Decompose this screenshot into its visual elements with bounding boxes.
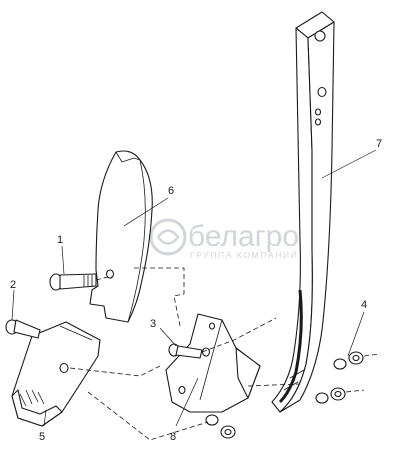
callout-7: 7 xyxy=(376,138,382,150)
bolt-part-2 xyxy=(5,319,41,339)
callout-5: 5 xyxy=(39,431,45,443)
bolt-part-1 xyxy=(49,273,97,291)
nuts-part-4 xyxy=(315,351,381,404)
watermark: белагро ГРУППА КОМПАНИЙ xyxy=(149,218,299,260)
callout-2: 2 xyxy=(10,279,16,291)
watermark-subtitle: ГРУППА КОМПАНИЙ xyxy=(190,249,298,260)
callout-labels: 1 2 3 4 5 6 7 8 xyxy=(10,138,382,443)
nuts-bracket xyxy=(205,414,236,439)
callout-8: 8 xyxy=(170,431,176,443)
shank-part-7 xyxy=(271,11,335,413)
leader-lines xyxy=(11,149,377,427)
callout-6: 6 xyxy=(168,185,174,197)
point-share-part-5 xyxy=(11,321,101,427)
bolt-part-3 xyxy=(168,343,203,359)
watermark-logo xyxy=(149,218,187,256)
watermark-name: белагро xyxy=(188,220,299,253)
callout-4: 4 xyxy=(361,299,367,311)
assembly-lines xyxy=(69,267,301,441)
bracket-part-8 xyxy=(165,313,261,413)
shield-plate-part-6 xyxy=(89,150,153,323)
callout-1: 1 xyxy=(57,234,63,246)
callout-3: 3 xyxy=(150,318,156,330)
